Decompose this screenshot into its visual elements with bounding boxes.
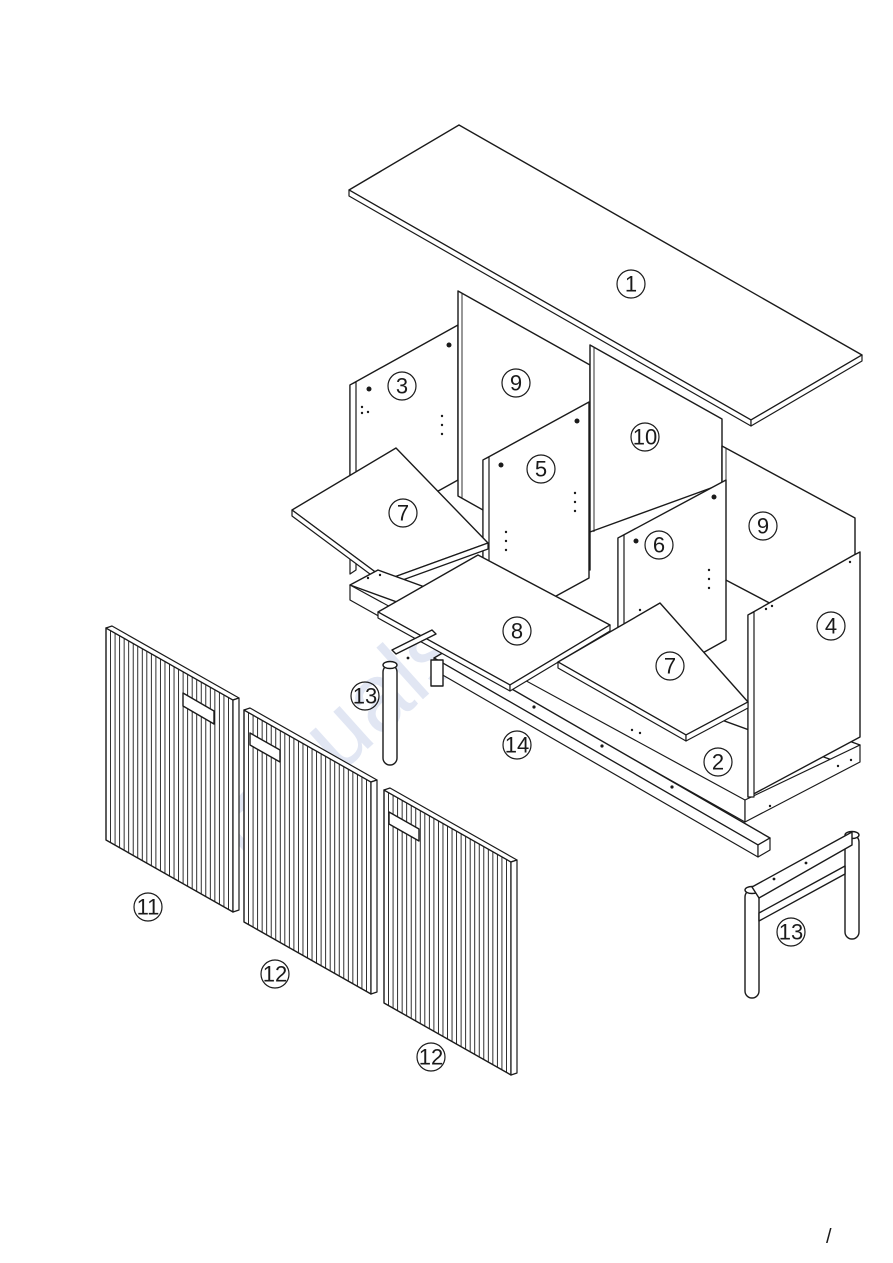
callout-13-left: 13 [351,682,379,710]
callout-12-b: 12 [417,1043,445,1071]
svg-text:8: 8 [511,619,523,644]
svg-text:5: 5 [535,457,547,482]
svg-text:13: 13 [779,920,803,945]
svg-text:9: 9 [510,371,522,396]
svg-text:7: 7 [664,654,676,679]
svg-text:12: 12 [419,1045,443,1070]
part-13-leg-frame-right [745,832,859,999]
callout-11: 11 [134,893,162,921]
part-11-door [106,626,239,912]
svg-text:12: 12 [263,962,287,987]
callout-14: 14 [503,731,531,759]
page-mark: / [826,1226,832,1249]
svg-text:2: 2 [712,750,724,775]
svg-text:6: 6 [653,533,665,558]
svg-text:10: 10 [633,425,657,450]
svg-text:7: 7 [397,501,409,526]
svg-text:11: 11 [137,895,160,920]
callout-10: 10 [631,423,659,451]
part-12-door-b [384,788,517,1075]
callout-13-right: 13 [777,918,805,946]
svg-text:13: 13 [353,684,377,709]
callout-12-a: 12 [261,960,289,988]
svg-text:4: 4 [825,614,837,639]
svg-text:1: 1 [625,272,637,297]
svg-text:3: 3 [396,374,408,399]
svg-text:14: 14 [505,733,529,758]
svg-text:9: 9 [757,514,769,539]
callout-2: 2 [704,748,732,776]
